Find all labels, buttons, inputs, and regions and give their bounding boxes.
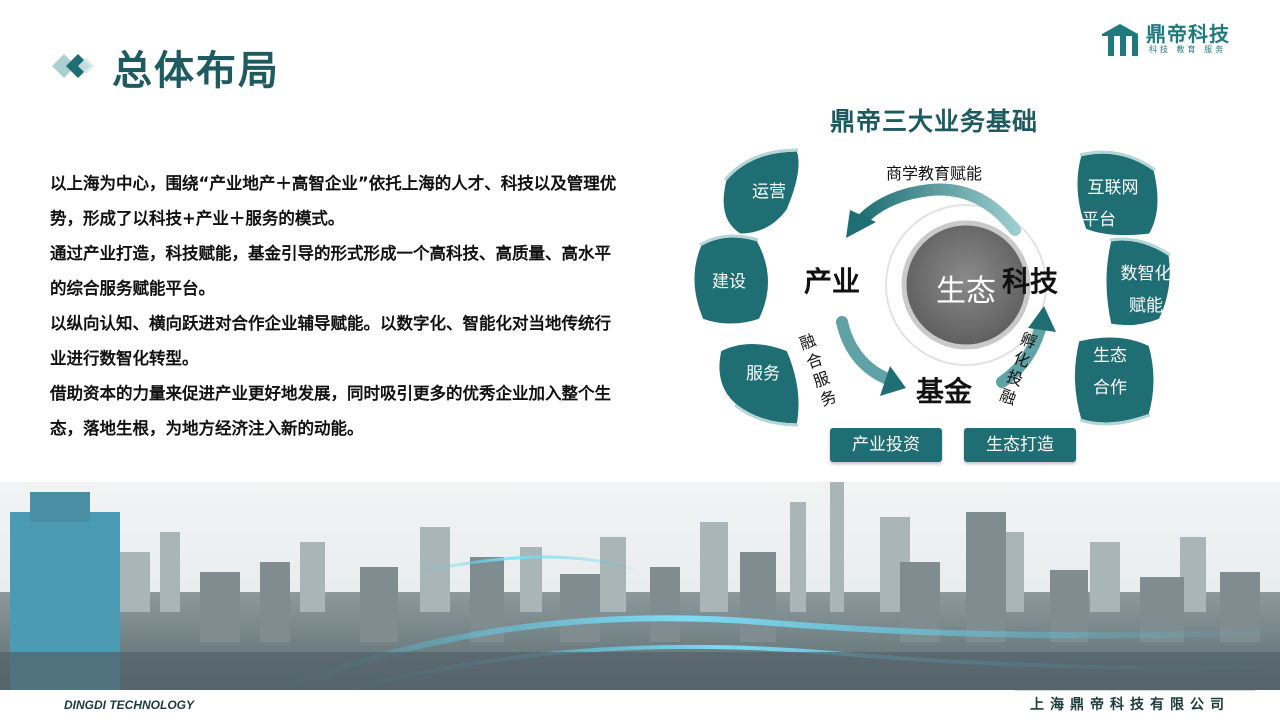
logo-icon [1102,24,1138,56]
petal-digital [1103,237,1173,329]
center-label: 生态 [936,274,996,309]
footer-company: 上海鼎帝科技有限公司 [1030,697,1230,713]
diagram-title: 鼎帝三大业务基础 [830,107,1039,136]
petal-service [716,341,802,427]
petal-line: 生态 [1093,346,1127,366]
paragraph: 以纵向认知、横向跃进对合作企业辅导赋能。以数字化、智能化对当地传统行业进行数智化… [50,314,611,368]
petal-label-service: 服务 [746,364,780,384]
node-tech: 科技 [1002,265,1059,298]
body-text: 以上海为中心，围绕“产业地产＋高智企业”依托上海的人才、科技以及管理优势，形成了… [50,166,625,446]
petal-label-digital: 数智化 赋能 [1114,258,1178,322]
industry-investment-button[interactable]: 产业投资 [830,428,942,462]
business-diagram: 生态 产业 科技 基金 商学教育赋能 融合服务 孵化投融 运营 建设 服务 互联… [680,140,1180,470]
petal-construction [691,234,771,327]
petal-line: 合作 [1093,378,1127,398]
diagram-graphics [691,148,1173,427]
paragraph: 通过产业打造，科技赋能，基金引导的形式形成一个高科技、高质量、高水平的综合服务赋… [50,244,611,298]
arc-label-top: 商学教育赋能 [886,164,983,183]
paragraph: 借助资本的力量来促进产业更好地发展，同时吸引更多的优秀企业加入整个生态，落地生根… [50,384,611,438]
petal-label-internet: 互联网 平台 [1078,172,1148,236]
petal-internet [1074,150,1161,239]
petal-ecology [1072,334,1157,426]
page-title: 总体布局 [112,48,280,94]
petal-line: 平台 [1082,210,1116,230]
footer-brand: DINGDI TECHNOLOGY [64,698,195,712]
petal-label-ecology: 生态 合作 [1080,340,1140,404]
node-fund: 基金 [916,375,973,408]
logo-name: 鼎帝科技 [1146,22,1230,46]
petal-line: 赋能 [1129,296,1163,316]
petal-line: 互联网 [1087,178,1139,198]
logo-tagline: 科技 教育 服务 [1149,45,1227,54]
petal-line: 数智化 [1120,264,1172,284]
paragraph: 以上海为中心，围绕“产业地产＋高智企业”依托上海的人才、科技以及管理优势，形成了… [50,174,617,228]
ecology-building-button[interactable]: 生态打造 [964,428,1076,462]
petal-operations [720,148,802,237]
footer-divider [1015,690,1255,691]
node-industry: 产业 [804,265,861,298]
petal-label-construction: 建设 [712,272,746,292]
city-skyline-image [0,482,1280,690]
title-diamond-icon [52,54,94,78]
petal-label-operations: 运营 [752,182,786,202]
